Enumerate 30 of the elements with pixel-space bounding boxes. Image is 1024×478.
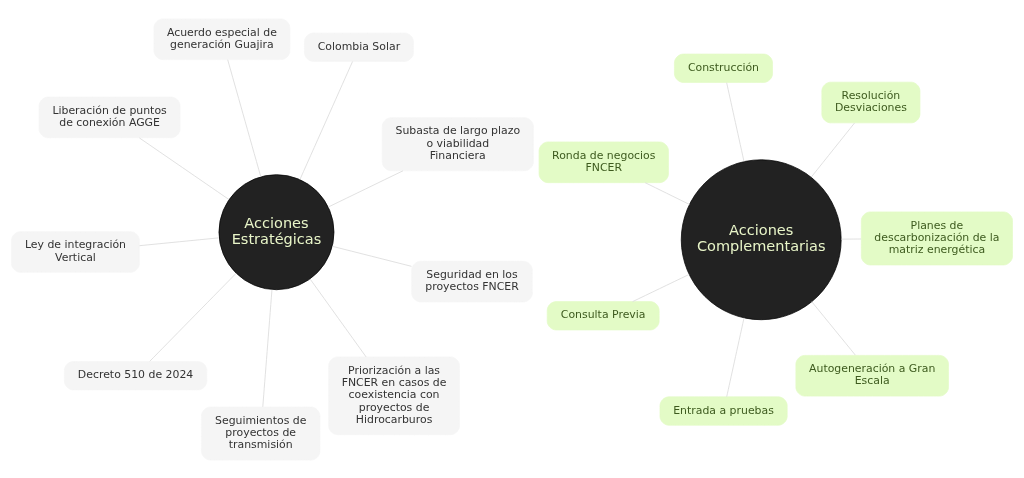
connector [138,136,230,200]
node-box: Resolución Desviaciones [821,81,921,123]
connector [726,81,745,162]
node-box: Decreto 510 de 2024 [64,360,208,390]
node-box: Planes de descarbonización de la matriz energética [860,211,1013,265]
connector [632,273,690,302]
node-box: Consulta Previa [546,300,660,330]
connector [328,169,404,207]
node-box: Colombia Solar [304,32,414,62]
connector [262,288,273,407]
node-box: Autogeneración a Gran Escala [795,354,949,396]
node-circle: Acciones Complementarias [680,158,842,320]
connector [139,236,220,246]
node-box: Ronda de negocios FNCER [538,141,669,183]
connector [227,58,262,177]
connector [299,60,353,180]
connector [810,122,855,178]
node-box: Subasta de largo plazo o viabilidad Financiera [381,116,534,171]
connector [309,278,367,357]
node-circle: Acciones Estratégicas [218,173,335,290]
node-box: Ley de integración Vertical [11,230,140,273]
connector [149,272,237,362]
connector [726,316,745,397]
connector [332,245,412,267]
node-box: Priorización a las FNCER en casos de coexistencia con proyectos de Hidrocarburos [328,356,460,435]
node-box: Construcción [674,53,773,83]
node-box: Liberación de puntos de conexión AGGE [38,96,181,138]
connector [811,300,856,356]
connector [644,181,690,205]
node-box: Entrada a pruebas [659,396,788,426]
